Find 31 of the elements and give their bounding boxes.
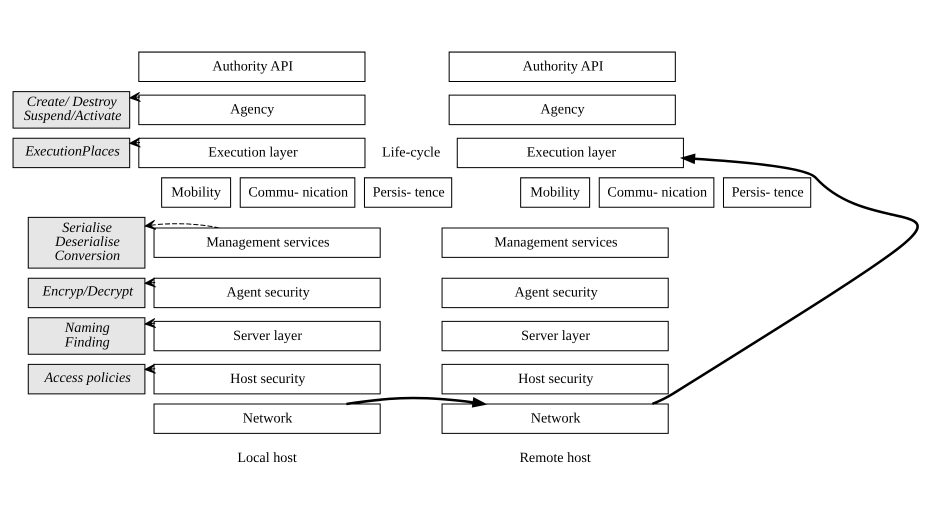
node-box: Authority API <box>448 51 676 82</box>
node-box: Host security <box>442 363 669 394</box>
node-box: Mobility <box>520 176 590 208</box>
node-box: Agent security <box>442 277 669 308</box>
label: Local host <box>237 449 297 466</box>
node-box: ExecutionPlaces <box>12 137 130 168</box>
node-box: Create/ Destroy Suspend/Activate <box>12 90 130 128</box>
node-box: Agency <box>448 94 676 125</box>
arrow <box>652 153 918 405</box>
node-box: Management services <box>442 227 669 258</box>
node-box: Authority API <box>138 51 366 82</box>
arrow <box>144 219 220 230</box>
arrow <box>144 318 156 328</box>
node-box: Commu- nication <box>598 176 714 208</box>
node-box: Serialise Deserialise Conversion <box>28 216 146 268</box>
node-box: Network <box>154 402 381 434</box>
node-box: Persis- tence <box>722 176 812 208</box>
node-box: Server layer <box>442 320 669 351</box>
node-box: Network <box>442 402 669 434</box>
node-box: Persis- tence <box>364 176 452 208</box>
arrow <box>144 363 156 374</box>
label: Remote host <box>519 449 591 466</box>
node-box: Access policies <box>28 363 146 394</box>
node-box: Execution layer <box>456 137 684 168</box>
node-box: Encryp/Decrypt <box>28 277 146 308</box>
node-box: Management services <box>154 227 381 258</box>
node-box: Commu- nication <box>240 176 356 208</box>
label: Life-cycle <box>382 144 440 160</box>
arrow <box>144 276 156 288</box>
node-box: Mobility <box>161 176 232 208</box>
node-box: Naming Finding <box>28 316 146 354</box>
